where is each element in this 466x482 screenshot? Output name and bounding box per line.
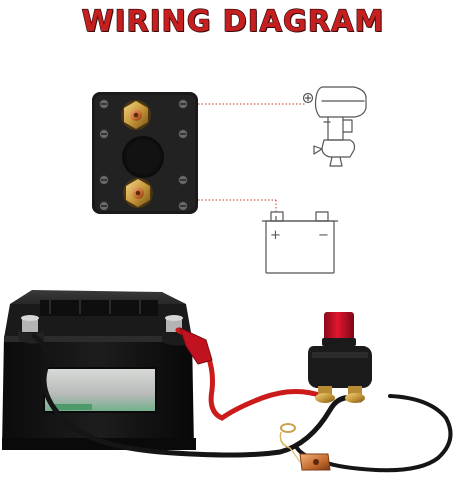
bottom-terminal xyxy=(123,178,153,208)
thin-wire xyxy=(289,447,301,463)
ring-terminal-lug xyxy=(279,423,296,449)
red-knob-disconnect-switch-photo xyxy=(308,312,372,403)
car-battery-photo xyxy=(2,290,196,450)
outboard-motor-icon xyxy=(302,86,367,167)
battery-minus-symbol: − xyxy=(318,228,329,243)
switch-terminal-left xyxy=(315,386,335,403)
copper-lug xyxy=(299,453,331,471)
diagram-title: WIRING DIAGRAM xyxy=(81,3,385,38)
battery-plus-symbol: + xyxy=(270,228,281,243)
battery-negative-post xyxy=(18,315,44,344)
top-terminal xyxy=(121,100,151,130)
negative-cable xyxy=(31,333,363,458)
switch-terminal-right xyxy=(345,386,365,403)
positive-terminal-boot xyxy=(179,327,213,365)
battery-symbol-icon: + − xyxy=(262,211,338,274)
switch-top-view xyxy=(92,92,198,214)
